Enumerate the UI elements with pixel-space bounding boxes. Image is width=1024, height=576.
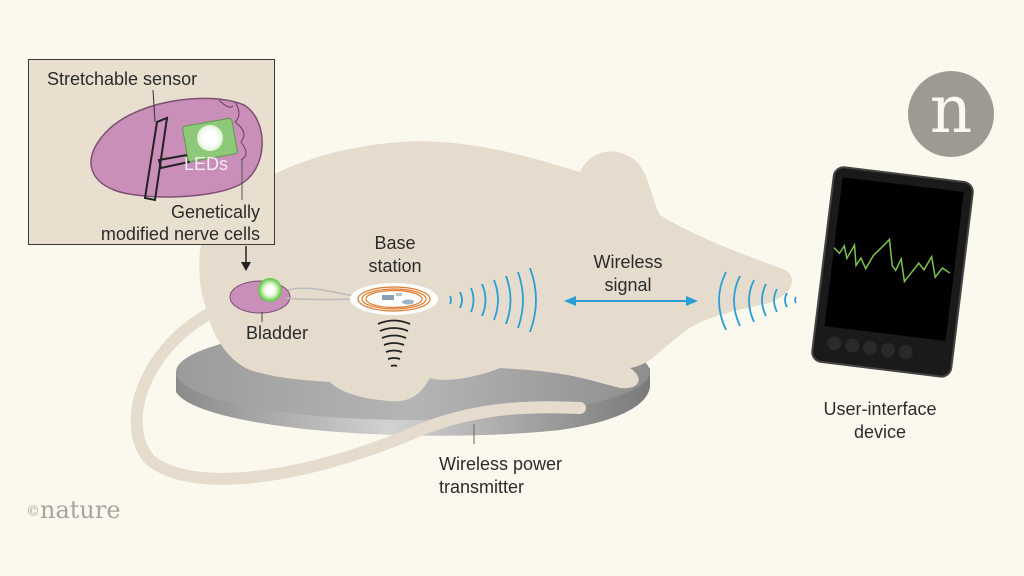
base-station-label-line2: station — [368, 256, 422, 276]
base-station — [350, 283, 438, 315]
power-waves-icon — [377, 319, 411, 367]
user-interface-device — [811, 166, 974, 378]
power-transmitter-label-line1: Wireless power — [439, 454, 563, 474]
inset-bladder-illustration — [90, 89, 263, 202]
wireless-signal-label-line1: Wireless — [593, 252, 663, 272]
ui-device-label-line1: User-interface — [823, 399, 937, 419]
copyright-symbol: © — [26, 503, 40, 520]
nature-logo-icon: n — [908, 71, 994, 157]
bladder-illustration — [229, 278, 291, 322]
ui-device-label-line2: device — [853, 422, 907, 442]
stretchable-sensor-label: Stretchable sensor — [47, 69, 198, 89]
credit-text: nature — [40, 496, 121, 524]
wire — [285, 297, 356, 301]
base-station-label-line1: Base — [374, 233, 416, 253]
wire — [287, 287, 356, 297]
wireless-signal-label-line2: signal — [604, 275, 652, 295]
nature-credit: ©nature — [26, 496, 121, 526]
wireless-signal-arrow — [564, 296, 698, 306]
power-transmitter-label-line2: transmitter — [439, 477, 525, 497]
rat-body — [199, 141, 792, 402]
signal-waves-out-icon — [449, 267, 537, 333]
inset-panel: Stretchable sensor LEDs Genetically modi… — [28, 59, 275, 245]
nerve-cells-label-line2: modified nerve cells — [100, 224, 260, 244]
bladder-label: Bladder — [246, 323, 309, 343]
leds-label: LEDs — [184, 154, 229, 174]
screen-signal-trace — [833, 237, 951, 284]
nerve-cells-label-line1: Genetically — [170, 202, 260, 222]
inset-pointer-arrow — [241, 246, 251, 271]
signal-waves-in-icon — [718, 271, 797, 331]
rat-tail — [130, 294, 586, 485]
